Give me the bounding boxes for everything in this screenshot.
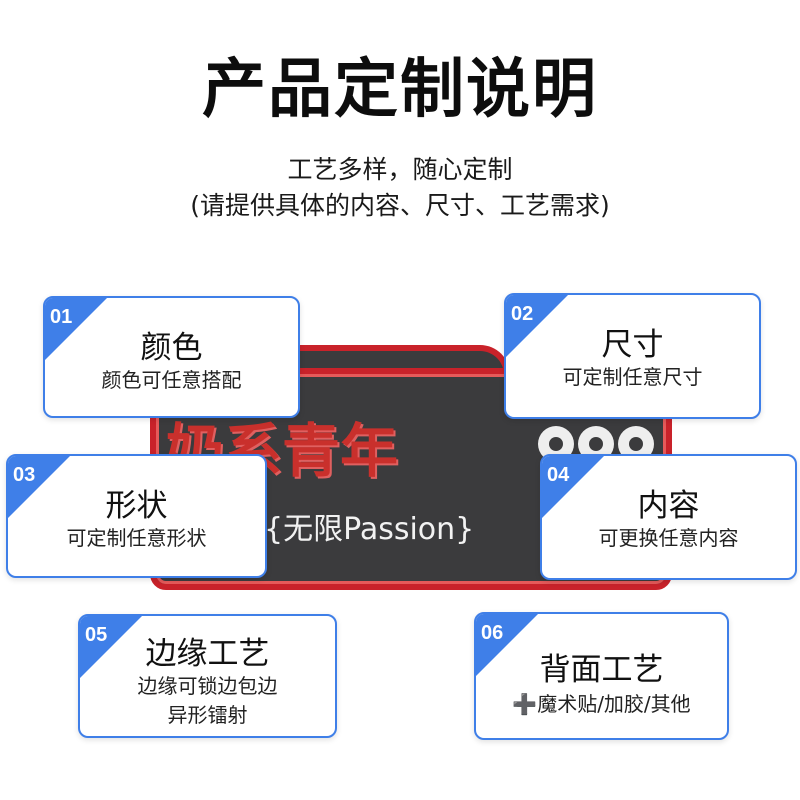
card-title: 边缘工艺 bbox=[145, 636, 270, 672]
number-badge: 05 bbox=[80, 616, 142, 678]
number-badge: 01 bbox=[45, 298, 107, 360]
badge-number: 05 bbox=[85, 624, 108, 646]
card-title: 尺寸 bbox=[601, 327, 664, 363]
badge-number: 06 bbox=[481, 622, 504, 644]
feature-card-content: 04 内容 可更换任意内容 bbox=[540, 454, 797, 580]
number-badge: 04 bbox=[542, 456, 604, 518]
card-description: ➕魔术贴/加胶/其他 bbox=[512, 692, 691, 716]
card-description: 颜色可任意搭配 bbox=[101, 368, 242, 392]
card-description: 边缘可锁边包边 bbox=[137, 674, 278, 698]
patch-sub-text: {无限Passion} bbox=[264, 512, 475, 547]
badge-number: 02 bbox=[511, 303, 534, 325]
card-description-line-2: 异形镭射 bbox=[167, 703, 248, 727]
card-description: 可定制任意尺寸 bbox=[562, 365, 703, 389]
feature-card-color: 01 颜色 颜色可任意搭配 bbox=[43, 296, 300, 418]
badge-number: 01 bbox=[50, 306, 73, 328]
subtitle-line-1: 工艺多样，随心定制 bbox=[287, 155, 513, 184]
number-badge: 02 bbox=[506, 295, 568, 357]
feature-card-shape: 03 形状 可定制任意形状 bbox=[6, 454, 267, 578]
card-title: 背面工艺 bbox=[539, 652, 664, 688]
card-description: 可定制任意形状 bbox=[66, 526, 207, 550]
page-title: 产品定制说明 bbox=[202, 53, 598, 127]
number-badge: 06 bbox=[476, 614, 538, 676]
feature-card-back-craft: 06 背面工艺 ➕魔术贴/加胶/其他 bbox=[474, 612, 729, 740]
card-title: 内容 bbox=[637, 488, 700, 524]
badge-number: 03 bbox=[13, 464, 36, 486]
badge-number: 04 bbox=[547, 464, 570, 486]
card-title: 颜色 bbox=[140, 330, 203, 366]
feature-card-edge-craft: 05 边缘工艺 边缘可锁边包边 异形镭射 bbox=[78, 614, 337, 738]
number-badge: 03 bbox=[8, 456, 70, 518]
feature-card-size: 02 尺寸 可定制任意尺寸 bbox=[504, 293, 761, 419]
subtitle-line-2: (请提供具体的内容、尺寸、工艺需求) bbox=[190, 191, 610, 220]
card-description: 可更换任意内容 bbox=[598, 526, 739, 550]
card-title: 形状 bbox=[105, 488, 168, 524]
patch-dots-graphic bbox=[536, 414, 656, 478]
